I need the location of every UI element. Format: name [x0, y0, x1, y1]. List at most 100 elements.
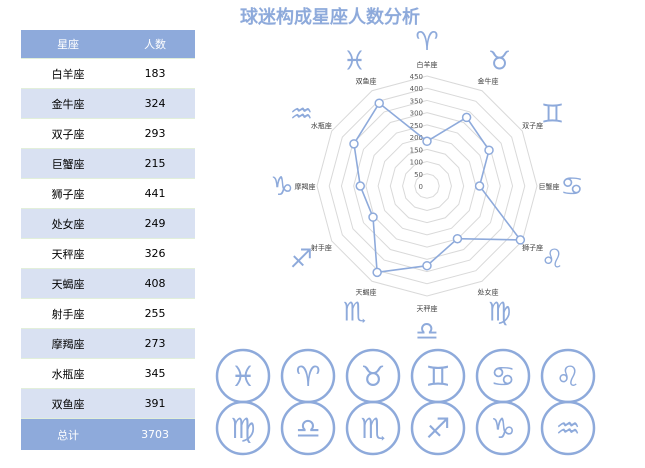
zodiac-symbol-icon: ♉	[488, 46, 511, 76]
total-value: 3703	[115, 418, 195, 450]
zodiac-symbol-icon: ♏	[343, 298, 366, 328]
zodiac-badge-symbol-icon: ♒	[555, 412, 580, 445]
count-cell: 391	[115, 388, 195, 419]
zodiac-badge-icon	[215, 400, 271, 456]
axis-label: 白羊座	[417, 60, 438, 69]
count-cell: 345	[115, 358, 195, 389]
zodiac-badge-symbol-icon: ♋	[490, 360, 515, 393]
sign-cell: 双鱼座	[21, 388, 116, 419]
data-point	[474, 181, 485, 191]
data-point	[355, 181, 366, 191]
tick-label: 0	[419, 183, 423, 191]
data-point	[422, 260, 432, 271]
zodiac-symbol-icon: ♌	[541, 245, 564, 275]
sign-cell: 金牛座	[21, 88, 116, 119]
count-cell: 326	[115, 238, 195, 269]
zodiac-symbol-icon: ♐	[290, 245, 313, 275]
grid-ring	[328, 87, 526, 285]
data-point	[349, 139, 359, 149]
header-count: 人数	[115, 30, 195, 59]
count-cell: 408	[115, 268, 195, 299]
tick-label: 400	[410, 85, 423, 93]
axis-label: 处女座	[478, 288, 499, 297]
axis-label: 水瓶座	[311, 121, 332, 130]
zodiac-badge-symbol-icon: ♉	[360, 360, 385, 393]
data-point	[372, 267, 382, 278]
zodiac-symbol-icon: ♎	[415, 317, 438, 347]
zodiac-badge-icon	[540, 400, 596, 456]
sign-cell: 摩羯座	[21, 328, 116, 359]
sign-cell: 天蝎座	[21, 268, 116, 299]
axis-label: 摩羯座	[295, 182, 316, 191]
tick-label: 150	[410, 146, 423, 154]
axis-label: 巨蟹座	[539, 182, 560, 191]
grid-ring	[340, 99, 514, 273]
zodiac-badge-symbol-icon: ♐	[425, 412, 450, 445]
count-cell: 293	[115, 118, 195, 149]
data-point	[374, 98, 384, 108]
zodiac-badge-symbol-icon: ♍	[230, 412, 255, 445]
tick-label: 250	[410, 122, 423, 130]
tick-label: 200	[410, 134, 423, 142]
zodiac-badge-icon	[475, 400, 531, 456]
sign-cell: 双子座	[21, 118, 116, 149]
grid-ring	[414, 173, 440, 199]
grid-ring	[402, 161, 452, 211]
tick-label: 100	[410, 159, 423, 167]
sign-cell: 狮子座	[21, 178, 116, 209]
axis-label: 双子座	[522, 121, 543, 130]
tick-label: 450	[410, 73, 423, 81]
data-point	[422, 136, 432, 147]
zodiac-badge-symbol-icon: ♎	[295, 412, 320, 445]
sign-cell: 射手座	[21, 298, 116, 329]
tick-label: 300	[410, 110, 423, 118]
zodiac-badge-icon	[345, 400, 401, 456]
data-point	[484, 145, 494, 155]
zodiac-badge-symbol-icon: ♊	[425, 360, 450, 393]
count-cell: 215	[115, 148, 195, 179]
axis-label: 天秤座	[417, 304, 438, 313]
zodiac-symbol-icon: ♋	[560, 172, 583, 202]
count-cell: 183	[115, 58, 195, 89]
count-cell: 441	[115, 178, 195, 209]
zodiac-badge-symbol-icon: ♑	[490, 412, 515, 445]
grid-ring	[389, 148, 465, 224]
zodiac-badge-symbol-icon: ♈	[295, 360, 320, 393]
tick-label: 350	[410, 97, 423, 105]
header-sign: 星座	[21, 30, 116, 59]
zodiac-symbol-icon: ♊	[541, 100, 564, 130]
data-point	[461, 112, 472, 123]
sign-cell: 白羊座	[21, 58, 116, 89]
axis-label: 双鱼座	[356, 76, 377, 85]
chart-title: 球迷构成星座人数分析	[240, 7, 420, 28]
total-label: 总计	[21, 418, 116, 450]
count-cell: 249	[115, 208, 195, 239]
data-point	[452, 233, 463, 244]
data-point	[515, 235, 526, 245]
sign-cell: 巨蟹座	[21, 148, 116, 179]
zodiac-symbol-icon: ♓	[343, 46, 366, 76]
count-cell: 255	[115, 298, 195, 329]
zodiac-badge-icon	[410, 400, 466, 456]
zodiac-badge-symbol-icon: ♏	[360, 412, 385, 445]
zodiac-badge-icon	[280, 400, 336, 456]
sign-cell: 水瓶座	[21, 358, 116, 389]
axis-label: 狮子座	[522, 243, 543, 252]
zodiac-symbol-icon: ♑	[270, 172, 293, 202]
axis-label: 天蝎座	[356, 288, 377, 297]
zodiac-badge-symbol-icon: ♌	[555, 360, 580, 393]
count-cell: 273	[115, 328, 195, 359]
zodiac-symbol-icon: ♒	[290, 100, 313, 130]
